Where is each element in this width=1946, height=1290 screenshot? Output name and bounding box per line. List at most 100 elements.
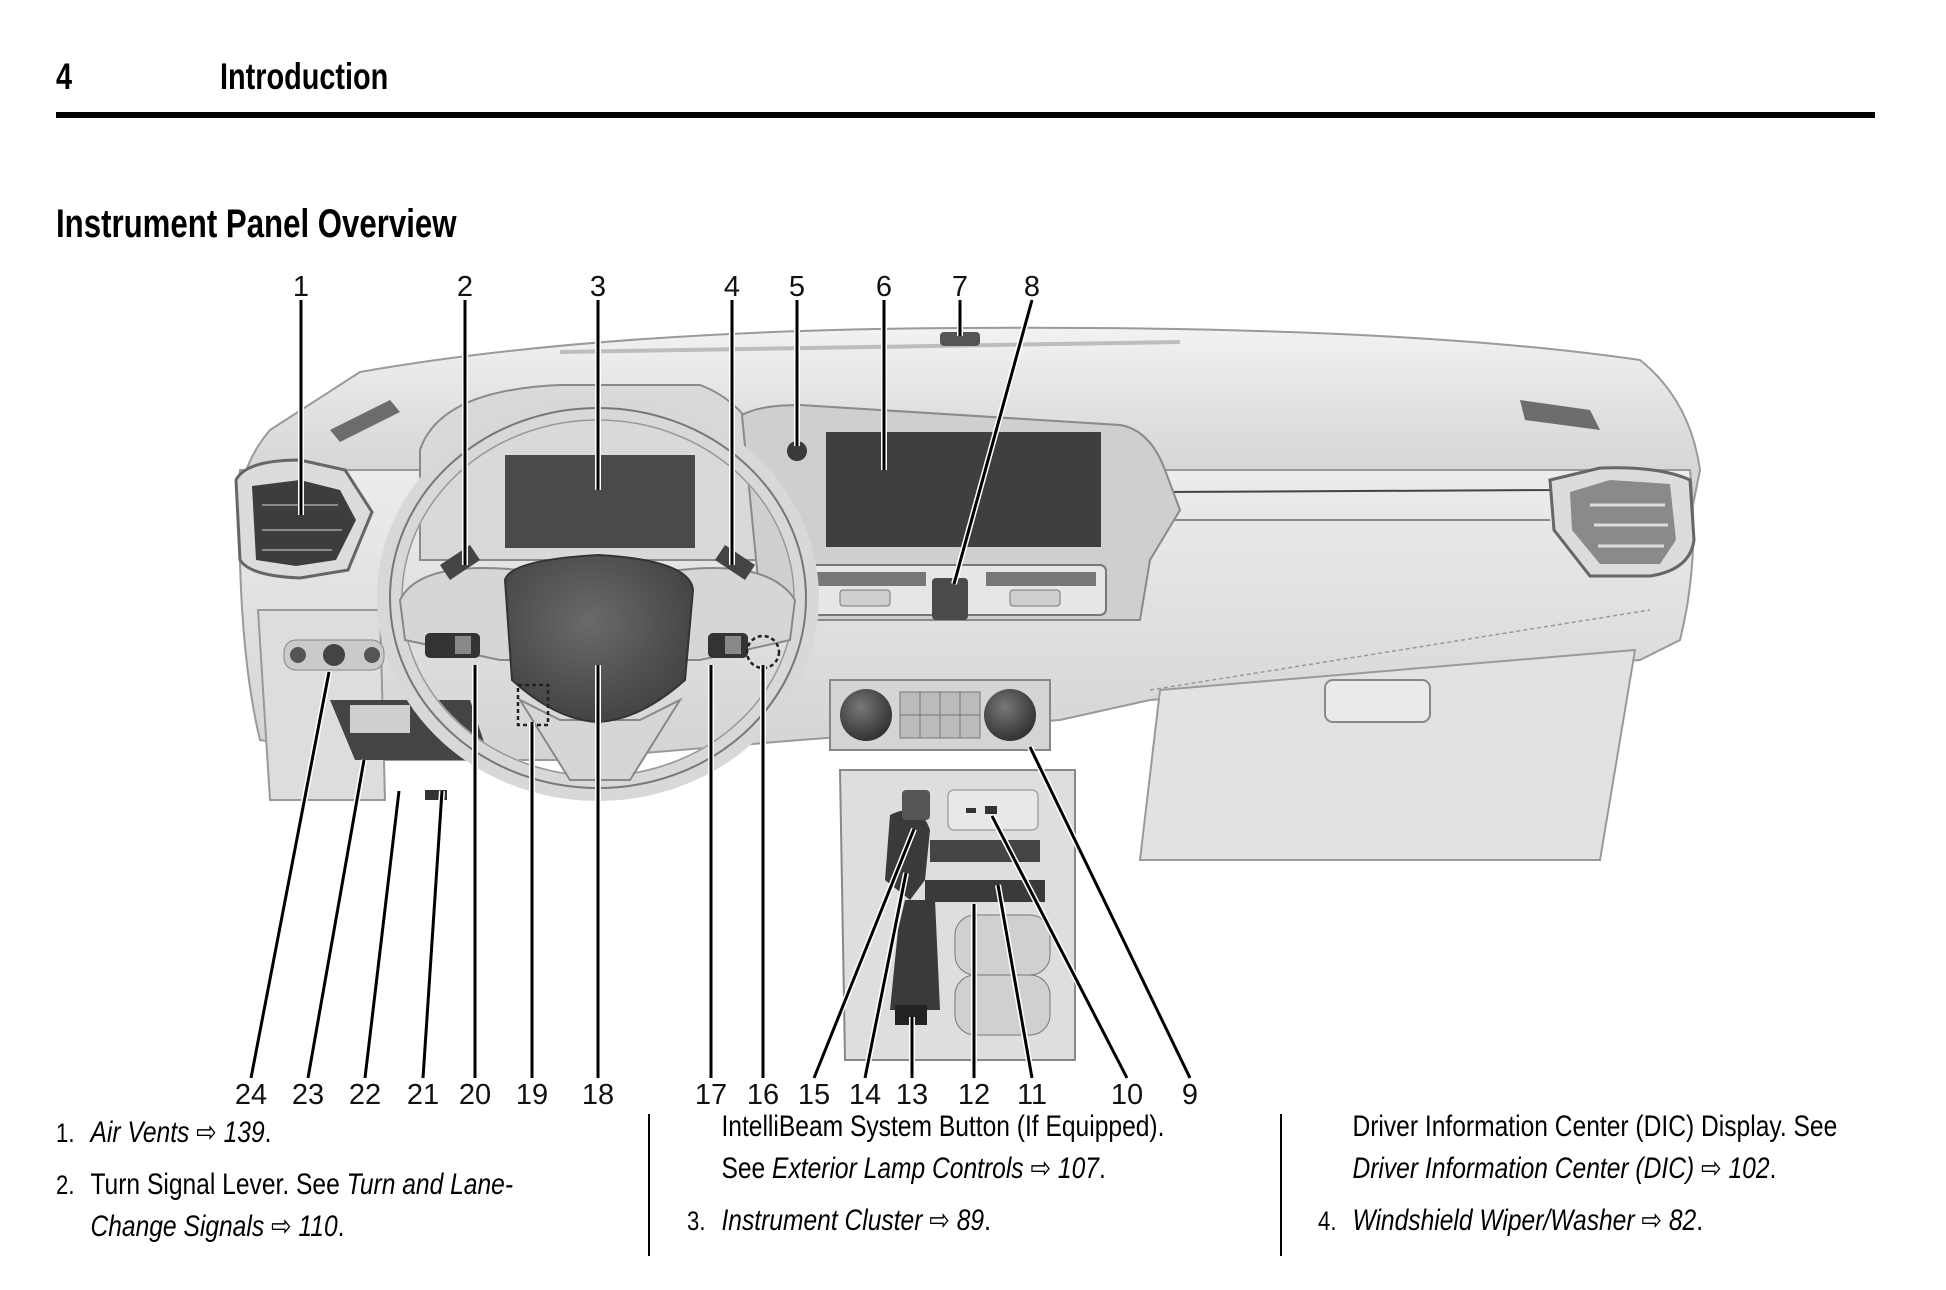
callout-3: 3 [590,271,606,303]
leader-line-bottom-21 [421,790,444,1079]
punct: . [264,1116,272,1149]
bottom-callouts: 24 23 22 21 20 19 18 17 16 15 14 13 12 11 10 9 [235,1079,1198,1111]
punct: . [984,1204,991,1237]
legend-text: IntelliBeam System Button (If Equipped). [721,1110,1165,1143]
legend-link-turn-signals[interactable]: Turn and Lane- [346,1168,514,1201]
page-ref[interactable]: 82 [1668,1204,1697,1237]
callout-15: 15 [798,1079,830,1111]
leader-line-bottom-24 [249,671,331,1079]
legend-number: 2. [56,1170,75,1200]
left-air-vent [234,458,374,580]
page-ref[interactable]: 139 [223,1116,265,1149]
page-reference-arrow-icon: ⇨ [1634,1204,1669,1237]
callout-21: 21 [407,1079,439,1111]
page-ref[interactable]: 110 [298,1210,338,1243]
page-ref[interactable]: 102 [1728,1152,1770,1185]
leader-line-bottom-15 [812,828,916,1079]
legend-link-wiper-washer[interactable]: Windshield Wiper/Washer [1352,1204,1635,1237]
legend-item-3: 3. Instrument Cluster ⇨ 89. [687,1200,1164,1242]
legend-link-dic[interactable]: Driver Information Center (DIC) [1352,1152,1695,1185]
glovebox-handle [1324,679,1431,723]
legend-text: Driver Information Center (DIC) Display.… [1352,1110,1838,1143]
legend-text: Turn Signal Lever. See [90,1168,347,1201]
climate-controls [829,679,1051,751]
header-rule [56,112,1875,118]
light-sensor [787,441,807,461]
left-upper-vent [330,400,400,442]
legend-number: 1. [56,1118,75,1148]
callout-2: 2 [457,271,473,303]
legend-link-air-vents[interactable]: Air Vents [90,1116,190,1149]
section-title: Introduction [220,56,389,97]
glovebox [1138,648,1637,861]
callout-5: 5 [789,271,805,303]
legend-column-2: IntelliBeam System Button (If Equipped).… [687,1106,1269,1242]
callout-13: 13 [896,1079,928,1111]
right-air-vent [1548,466,1696,578]
page-reference-arrow-icon: ⇨ [1694,1152,1729,1185]
turn-signal-lever [440,545,480,580]
page-ref[interactable]: 89 [956,1204,985,1237]
leader-lines [248,299,1193,1080]
column-divider [648,1114,650,1256]
legend-item-4: 4. Windshield Wiper/Washer ⇨ 82. [1318,1200,1837,1242]
callout-12: 12 [958,1079,990,1111]
sensor-housing [940,332,980,346]
callout-9: 9 [1182,1079,1198,1111]
legend-column-1: 1. Air Vents ⇨ 139. 2. Turn Signal Lever… [56,1112,613,1248]
punct: . [1696,1204,1704,1237]
page-ref[interactable]: 107 [1057,1152,1099,1185]
callout-17: 17 [695,1079,727,1111]
leader-line-bottom-22 [363,790,401,1079]
legend-item-2: 2. Turn Signal Lever. See Turn and Lane-… [56,1164,513,1248]
callout-11: 11 [1017,1079,1047,1111]
column-divider [1280,1114,1282,1256]
callout-14: 14 [849,1079,881,1111]
center-switch-bank [805,564,1107,620]
leader-line-bottom-10 [990,815,1129,1079]
infotainment-screen [826,432,1101,547]
legend-column-3: Driver Information Center (DIC) Display.… [1318,1106,1946,1242]
page-reference-arrow-icon: ⇨ [922,1204,957,1237]
leader-line-bottom-14 [863,872,908,1079]
hazard-button [932,578,968,620]
leader-line-bottom-23 [306,759,366,1079]
legend-item-2-continued: IntelliBeam System Button (If Equipped).… [687,1106,1164,1190]
punct: . [1769,1152,1777,1185]
callout-4: 4 [724,271,740,303]
leader-line-top-8 [952,299,1034,585]
page-reference-arrow-icon: ⇨ [264,1210,299,1243]
leader-line-bottom-9 [1028,746,1192,1079]
legend-link-turn-signals-cont[interactable]: Change Signals [90,1210,265,1243]
page-number: 4 [56,56,73,97]
right-upper-vent [1520,400,1600,430]
defrost-vent [559,340,1181,354]
callout-20: 20 [459,1079,491,1111]
callout-24: 24 [235,1079,267,1111]
legend-item-3-continued: Driver Information Center (DIC) Display.… [1318,1106,1837,1190]
punct: . [1098,1152,1106,1185]
leader-line-bottom-11 [996,884,1034,1079]
callout-8: 8 [1024,271,1040,303]
page-reference-arrow-icon: ⇨ [1023,1152,1058,1185]
callout-6: 6 [876,271,892,303]
page-reference-arrow-icon: ⇨ [189,1116,224,1149]
callout-22: 22 [349,1079,381,1111]
callout-1: 1 [293,271,309,303]
punct: . [337,1210,345,1243]
callout-23: 23 [292,1079,324,1111]
legend-number: 3. [687,1206,706,1236]
callout-19: 19 [516,1079,548,1111]
callout-10: 10 [1111,1079,1143,1111]
legend-number: 4. [1318,1206,1337,1236]
callout-16: 16 [747,1079,779,1111]
legend-link-instrument-cluster[interactable]: Instrument Cluster [721,1204,923,1237]
callout-18: 18 [582,1079,614,1111]
airbag-hub [503,553,695,724]
legend-link-exterior-lamps[interactable]: Exterior Lamp Controls [772,1152,1024,1185]
page-heading: Instrument Panel Overview [56,202,457,246]
legend-item-1: 1. Air Vents ⇨ 139. [56,1112,513,1154]
legend-text: See [721,1152,773,1185]
